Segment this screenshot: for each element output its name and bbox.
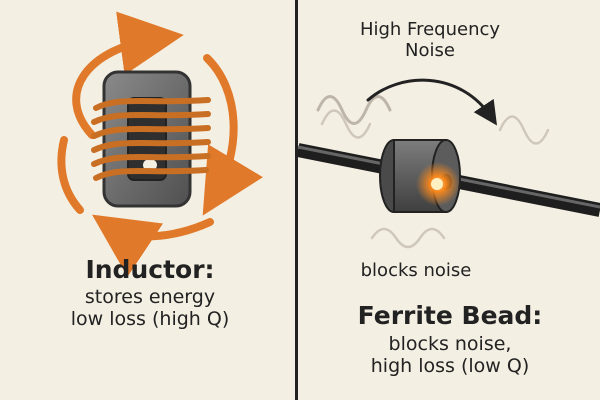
noise-wave-icon (316, 95, 550, 145)
inductor-desc-line1: stores energy (84, 286, 216, 308)
panel-divider (295, 0, 298, 400)
inductor-desc-line2: low loss (high Q) (70, 307, 230, 330)
copper-winding (91, 97, 211, 181)
noise-title: High Frequency Noise (320, 19, 540, 61)
noise-title-line2: Noise (405, 39, 455, 61)
ferrite-bead-title: Ferrite Bead: (357, 301, 543, 330)
inductor-title: Inductor: (85, 255, 215, 284)
blocks-noise-label: blocks noise (360, 260, 472, 281)
attenuated-wave-icon (370, 227, 446, 249)
ferrite-bead-description: blocks noise, high loss (low Q) (340, 333, 560, 378)
inductor-core (102, 70, 192, 208)
noise-title-line1: High Frequency (359, 19, 501, 40)
inductor-description: stores energy low loss (high Q) (40, 286, 260, 331)
noise-direction-arrow (366, 78, 497, 126)
energy-circulation-arrows (57, 11, 264, 277)
ferrite-bead-desc-line2: high loss (low Q) (370, 354, 530, 377)
ferrite-bead-desc-line1: blocks noise, (388, 333, 512, 355)
ferrite-bead-icon (379, 139, 461, 213)
